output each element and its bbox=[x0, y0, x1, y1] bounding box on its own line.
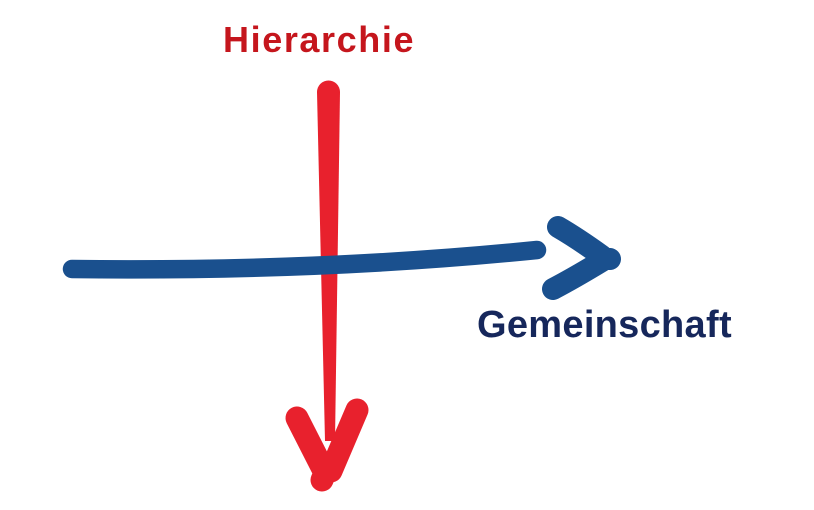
hierarchy-arrowhead-down-icon bbox=[285, 398, 369, 492]
community-arrow-shaft bbox=[62, 240, 547, 279]
community-axis-label: Gemeinschaft bbox=[477, 304, 732, 346]
community-arrowhead-right-icon bbox=[542, 216, 621, 300]
community-arrow bbox=[62, 216, 621, 300]
hierarchy-arrow bbox=[285, 80, 369, 492]
hierarchy-axis-label: Hierarchie bbox=[223, 19, 416, 60]
